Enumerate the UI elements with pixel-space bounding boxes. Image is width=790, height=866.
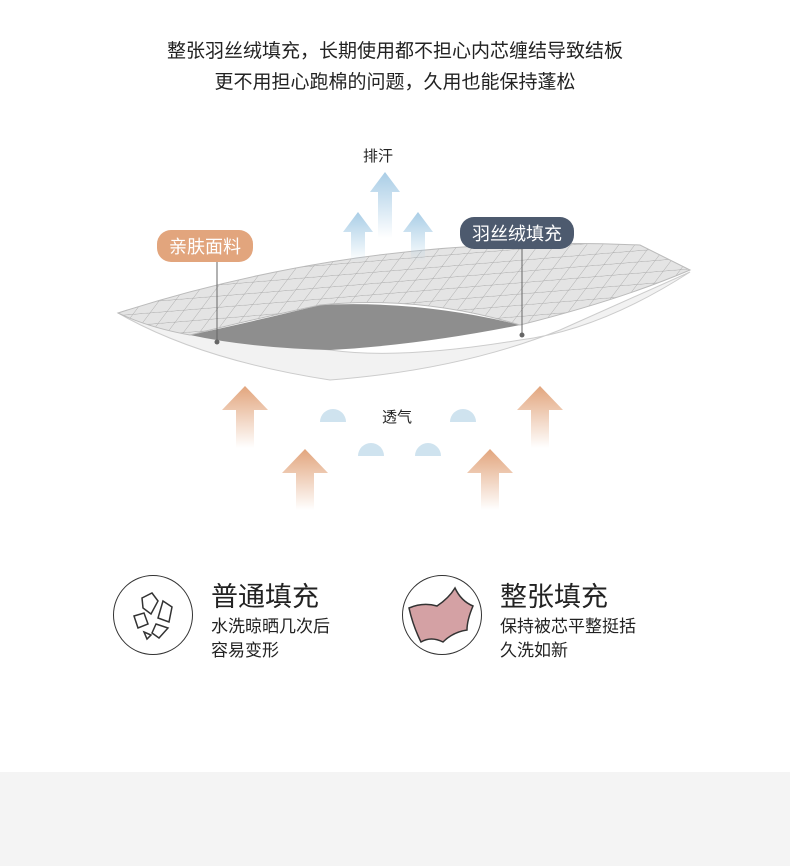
quilt-diagram — [116, 172, 692, 510]
feature-desc: 水洗晾晒几次后容易变形 — [211, 615, 330, 663]
whole-sheet-icon — [402, 575, 482, 655]
filling-badge: 羽丝绒填充 — [460, 217, 574, 249]
filling-layer — [190, 304, 520, 350]
feature-desc-line: 保持被芯平整挺括 — [500, 617, 636, 637]
sweat-label: 排汗 — [363, 147, 394, 165]
filling-pointer-dot — [519, 332, 525, 338]
air-bubble-icon — [320, 409, 476, 456]
feature-desc-line: 容易变形 — [211, 641, 279, 661]
skin-fabric-pointer-dot — [214, 339, 220, 345]
feature-desc-line: 水洗晾晒几次后 — [211, 617, 330, 637]
quilt-top-surface — [116, 242, 692, 336]
headline-line-2: 更不用担心跑棉的问题，久用也能保持蓬松 — [214, 71, 576, 93]
air-arrow-icon — [222, 386, 563, 510]
breathable-label: 透气 — [382, 408, 413, 426]
headline-line-1: 整张羽丝绒填充，长期使用都不担心内芯缠结导致结板 — [166, 40, 623, 62]
feature-desc: 保持被芯平整挺括久洗如新 — [500, 615, 636, 663]
feature-title: 普通填充 — [211, 582, 319, 613]
feature-title: 整张填充 — [500, 582, 608, 613]
broken-pieces-icon — [113, 575, 193, 655]
skin-fabric-badge: 亲肤面料 — [157, 230, 253, 262]
feature-desc-line: 久洗如新 — [500, 641, 568, 661]
sweat-arrow-icon — [343, 172, 433, 262]
bottom-band — [0, 772, 790, 866]
